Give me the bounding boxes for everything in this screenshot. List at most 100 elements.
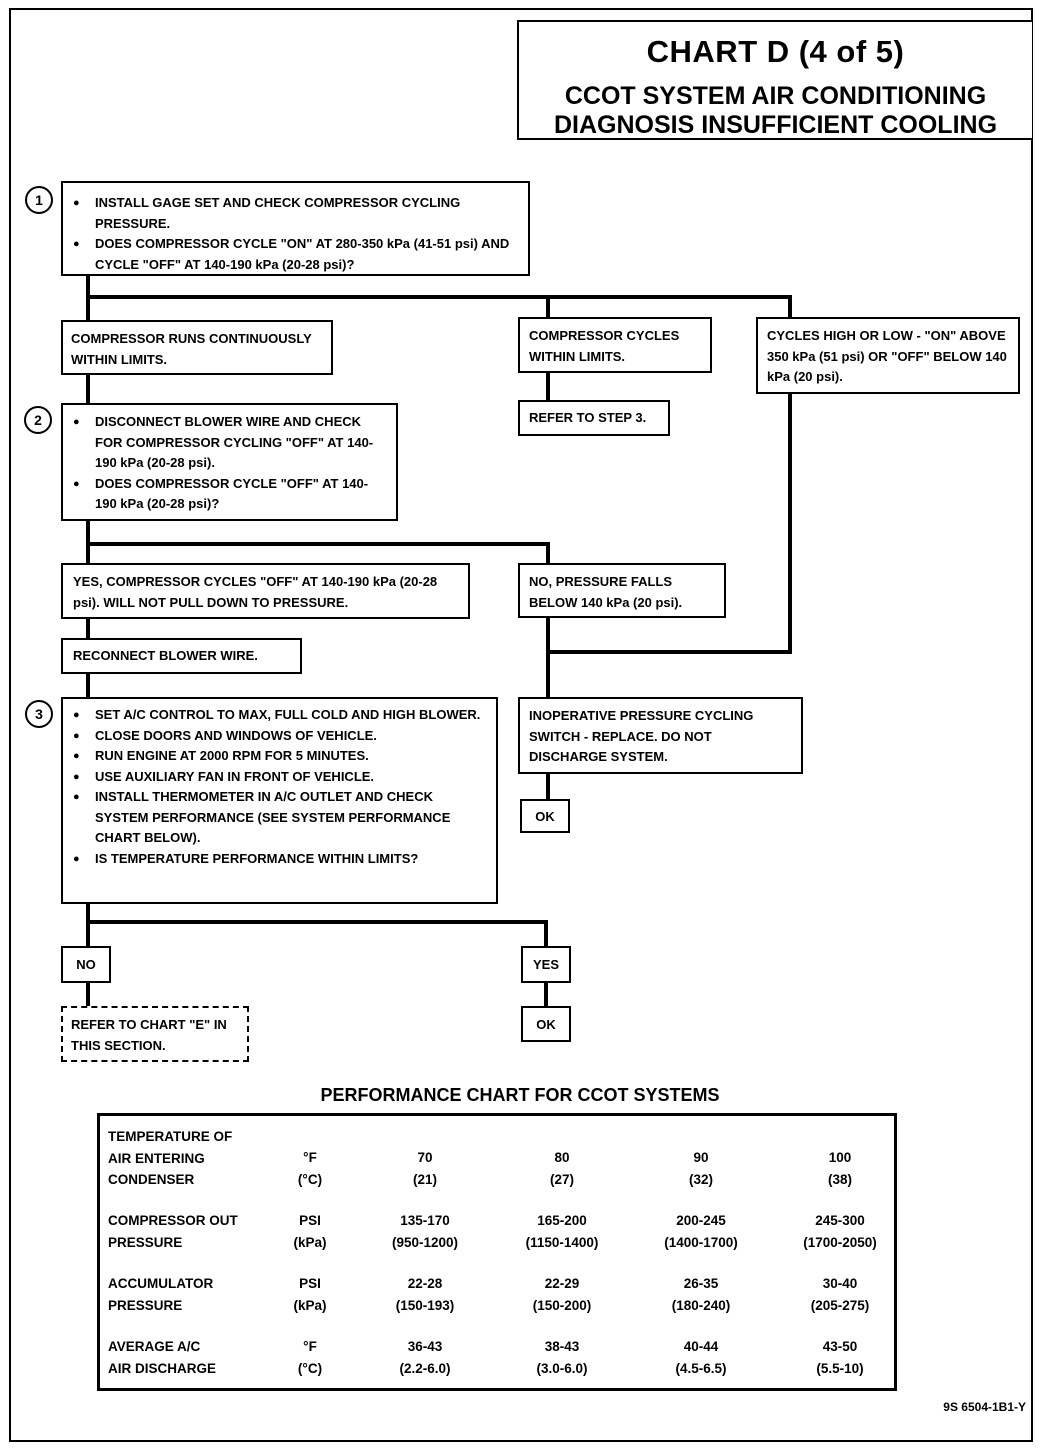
cell-value: 26-35	[683, 1276, 719, 1291]
cell-value: (180-240)	[671, 1297, 731, 1313]
chart-subtitle-line1: CCOT SYSTEM AIR CONDITIONING	[564, 82, 987, 110]
inoperative-switch-box: INOPERATIVE PRESSURE CYCLING SWITCH - RE…	[518, 697, 803, 774]
cell-value: (1700-2050)	[803, 1234, 877, 1250]
unit-line: (°C)	[297, 1171, 323, 1187]
step-number-3: 3	[25, 700, 53, 728]
row-1-col-1: 70 (21)	[365, 1147, 485, 1190]
cycles-within-limits-box: COMPRESSOR CYCLES WITHIN LIMITS.	[518, 317, 712, 373]
unit-line: (°C)	[297, 1360, 323, 1376]
ok-box-2: OK	[521, 1006, 571, 1042]
row-3-label: ACCUMULATOR PRESSURE	[108, 1273, 213, 1316]
no-box: NO	[61, 946, 111, 983]
step-3-bullets: SET A/C CONTROL TO MAX, FULL COLD AND HI…	[71, 705, 488, 869]
cell-value: 40-44	[683, 1339, 719, 1354]
row-4-col-2: 38-43 (3.0-6.0)	[502, 1336, 622, 1379]
unit-line: PSI	[299, 1213, 321, 1228]
refer-step-3-box: REFER TO STEP 3.	[518, 400, 670, 436]
cycles-high-low-box: CYCLES HIGH OR LOW - "ON" ABOVE 350 kPa …	[756, 317, 1020, 394]
cell-value: 245-300	[815, 1213, 865, 1228]
row-2-label-line: PRESSURE	[108, 1234, 183, 1250]
chart-subtitle: CCOT SYSTEM AIR CONDITIONING DIAGNOSIS I…	[519, 82, 1032, 140]
chart-title-block: CHART D (4 of 5) CCOT SYSTEM AIR CONDITI…	[517, 20, 1032, 140]
step-2-bullet-1: DISCONNECT BLOWER WIRE AND CHECK FOR COM…	[71, 412, 388, 474]
cell-value: 70	[417, 1150, 433, 1165]
cell-value: (27)	[549, 1171, 574, 1187]
figure-code: 9S 6504-1B1-Y	[943, 1400, 1026, 1414]
row-2-units: PSI (kPa)	[280, 1210, 340, 1253]
step-1-bullet-2: DOES COMPRESSOR CYCLE "ON" AT 280-350 kP…	[71, 234, 520, 275]
row-1-col-3: 90 (32)	[641, 1147, 761, 1190]
unit-line: PSI	[299, 1276, 321, 1291]
row-2-col-3: 200-245 (1400-1700)	[641, 1210, 761, 1253]
cell-value: 43-50	[822, 1339, 858, 1354]
row-4-label-line: AVERAGE A/C	[108, 1339, 201, 1354]
step-3-bullet-1: SET A/C CONTROL TO MAX, FULL COLD AND HI…	[71, 705, 488, 726]
cell-value: (2.2-6.0)	[399, 1360, 451, 1376]
step-2-bullets: DISCONNECT BLOWER WIRE AND CHECK FOR COM…	[71, 412, 388, 515]
step-3-bullet-5: INSTALL THERMOMETER IN A/C OUTLET AND CH…	[71, 787, 488, 849]
reconnect-blower-wire-box: RECONNECT BLOWER WIRE.	[61, 638, 302, 674]
step-2-bullet-2: DOES COMPRESSOR CYCLE "OFF" AT 140-190 k…	[71, 474, 388, 515]
step-3-bullet-4: USE AUXILIARY FAN IN FRONT OF VEHICLE.	[71, 767, 488, 788]
cell-value: 22-29	[544, 1276, 580, 1291]
unit-line: °F	[303, 1150, 317, 1165]
cell-value: 30-40	[822, 1276, 858, 1291]
row-2-col-2: 165-200 (1150-1400)	[502, 1210, 622, 1253]
unit-line: °F	[303, 1339, 317, 1354]
cell-value: 38-43	[544, 1339, 580, 1354]
cell-value: 90	[693, 1150, 709, 1165]
performance-chart-table: TEMPERATURE OF AIR ENTERING CONDENSER °F…	[97, 1113, 897, 1391]
step-3-bullet-3: RUN ENGINE AT 2000 RPM FOR 5 MINUTES.	[71, 746, 488, 767]
cell-value: 200-245	[676, 1213, 726, 1228]
row-4-label-line: AIR DISCHARGE	[108, 1360, 217, 1376]
unit-line: (kPa)	[293, 1297, 327, 1313]
step-2-box: DISCONNECT BLOWER WIRE AND CHECK FOR COM…	[61, 403, 398, 521]
cell-value: (1150-1400)	[525, 1234, 599, 1250]
row-4-col-4: 43-50 (5.5-10)	[780, 1336, 900, 1379]
row-3-col-3: 26-35 (180-240)	[641, 1273, 761, 1316]
cell-value: 22-28	[407, 1276, 443, 1291]
cell-value: (21)	[412, 1171, 437, 1187]
cell-value: (32)	[688, 1171, 713, 1187]
step-3-box: SET A/C CONTROL TO MAX, FULL COLD AND HI…	[61, 697, 498, 904]
row-1-col-4: 100 (38)	[780, 1147, 900, 1190]
row-3-units: PSI (kPa)	[280, 1273, 340, 1316]
refer-chart-e-box: REFER TO CHART "E" IN THIS SECTION.	[61, 1006, 249, 1062]
row-1-label-line: CONDENSER	[108, 1172, 195, 1187]
cell-value: (5.5-10)	[816, 1360, 864, 1376]
cell-value: 165-200	[537, 1213, 587, 1228]
cell-value: 135-170	[400, 1213, 450, 1228]
row-4-label: AVERAGE A/C AIR DISCHARGE	[108, 1336, 216, 1379]
ok-box-1: OK	[520, 799, 570, 833]
row-4-col-1: 36-43 (2.2-6.0)	[365, 1336, 485, 1379]
row-2-label: COMPRESSOR OUT PRESSURE	[108, 1210, 238, 1253]
performance-chart-title: PERFORMANCE CHART FOR CCOT SYSTEMS	[320, 1085, 720, 1105]
row-1-col-2: 80 (27)	[502, 1147, 622, 1190]
no-pressure-falls-box: NO, PRESSURE FALLS BELOW 140 kPa (20 psi…	[518, 563, 726, 618]
row-1-units: °F (°C)	[280, 1147, 340, 1190]
cell-value: (150-193)	[395, 1297, 455, 1313]
row-3-col-1: 22-28 (150-193)	[365, 1273, 485, 1316]
row-2-col-4: 245-300 (1700-2050)	[780, 1210, 900, 1253]
runs-continuously-box: COMPRESSOR RUNS CONTINUOUSLY WITHIN LIMI…	[61, 320, 333, 375]
step-number-2: 2	[24, 406, 52, 434]
row-4-col-3: 40-44 (4.5-6.5)	[641, 1336, 761, 1379]
row-1-label-line: TEMPERATURE OF	[108, 1129, 233, 1144]
row-1-label-line: AIR ENTERING	[108, 1150, 205, 1166]
cell-value: 80	[554, 1150, 570, 1165]
row-3-label-line: ACCUMULATOR	[108, 1276, 214, 1291]
row-4-units: °F (°C)	[280, 1336, 340, 1379]
yes-cycles-off-box: YES, COMPRESSOR CYCLES "OFF" AT 140-190 …	[61, 563, 470, 619]
row-3-col-4: 30-40 (205-275)	[780, 1273, 900, 1316]
row-2-col-1: 135-170 (950-1200)	[365, 1210, 485, 1253]
step-number-1: 1	[25, 186, 53, 214]
cell-value: (150-200)	[532, 1297, 592, 1313]
row-1-label: TEMPERATURE OF AIR ENTERING CONDENSER	[108, 1126, 232, 1191]
cell-value: 36-43	[407, 1339, 443, 1354]
chart-title: CHART D (4 of 5)	[646, 34, 905, 69]
cell-value: (38)	[827, 1171, 852, 1187]
cell-value: (950-1200)	[391, 1234, 459, 1250]
step-1-box: INSTALL GAGE SET AND CHECK COMPRESSOR CY…	[61, 181, 530, 276]
step-3-bullet-2: CLOSE DOORS AND WINDOWS OF VEHICLE.	[71, 726, 488, 747]
cell-value: (1400-1700)	[664, 1234, 738, 1250]
